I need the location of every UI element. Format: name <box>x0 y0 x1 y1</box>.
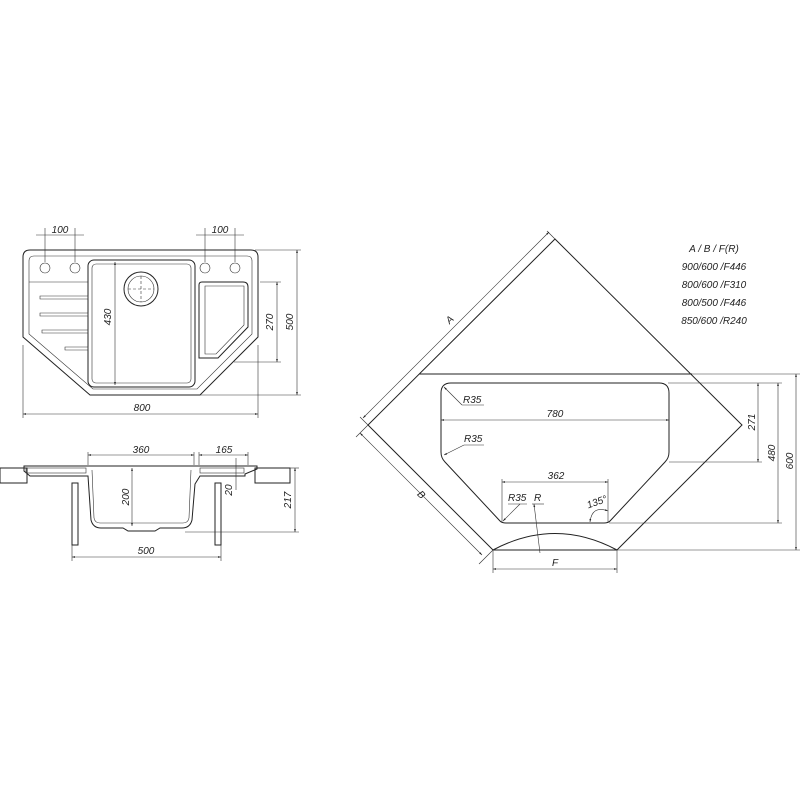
size-table-row: 900/600 /F446 <box>682 262 747 273</box>
cabinet-wall-left <box>71 482 79 546</box>
dim-total: 600 <box>785 452 796 469</box>
dim-depth: 500 <box>285 313 296 330</box>
size-table-row: 800/500 /F446 <box>682 298 747 309</box>
sink-section <box>23 465 258 532</box>
dim-total-depth: 217 <box>283 491 294 509</box>
dim-right-offset: 100 <box>212 225 229 236</box>
size-table-header: A / B / F(R) <box>688 244 739 255</box>
size-table-row: 800/600 /F310 <box>682 280 747 291</box>
dim-width: 800 <box>134 403 151 414</box>
label-r35-bottom: R35 <box>508 493 527 504</box>
tap-holes <box>39 262 241 274</box>
dim-cutout-side: 271 <box>747 414 758 432</box>
dim-small-bowl: 270 <box>265 313 276 331</box>
dim-bowl-depth: 200 <box>121 488 132 506</box>
main-bowl <box>87 259 196 388</box>
label-f: F <box>552 558 559 569</box>
drain-icon <box>123 271 159 307</box>
label-b: B <box>415 489 428 502</box>
dim-cutout-width: 780 <box>547 409 564 420</box>
small-bowl <box>198 281 249 359</box>
label-r35-side: R35 <box>464 434 483 445</box>
label-r: R <box>534 493 541 504</box>
dim-cutout-depth: 480 <box>767 444 778 461</box>
top-view: 100 100 800 500 270 430 <box>22 225 301 418</box>
label-angle: 135° <box>586 494 609 511</box>
drainer-ribs <box>39 295 89 351</box>
dim-bowl-length: 430 <box>103 308 114 325</box>
dim-ledge: 165 <box>216 445 233 456</box>
front-arc <box>492 533 618 551</box>
dim-cutout-bottom: 362 <box>548 471 565 482</box>
dim-left-offset: 100 <box>52 225 69 236</box>
dim-cabinet: 500 <box>138 546 155 557</box>
size-table-row: 850/600 /R240 <box>681 316 747 327</box>
dim-bowl-width: 360 <box>133 445 150 456</box>
label-a: A <box>443 314 456 327</box>
section-view: 360 165 200 20 217 500 <box>0 445 299 561</box>
countertop-left <box>0 467 28 484</box>
dim-rim: 20 <box>224 484 235 497</box>
countertop-right <box>254 467 291 484</box>
sink-inner-outline <box>28 255 253 390</box>
cabinet-wall-right <box>214 482 222 546</box>
label-r35-top: R35 <box>463 395 482 406</box>
cutout-view: A B F 780 362 271 480 600 R35 R35 R35 R … <box>355 230 800 573</box>
size-table: A / B / F(R) 900/600 /F446 800/600 /F310… <box>681 244 747 327</box>
